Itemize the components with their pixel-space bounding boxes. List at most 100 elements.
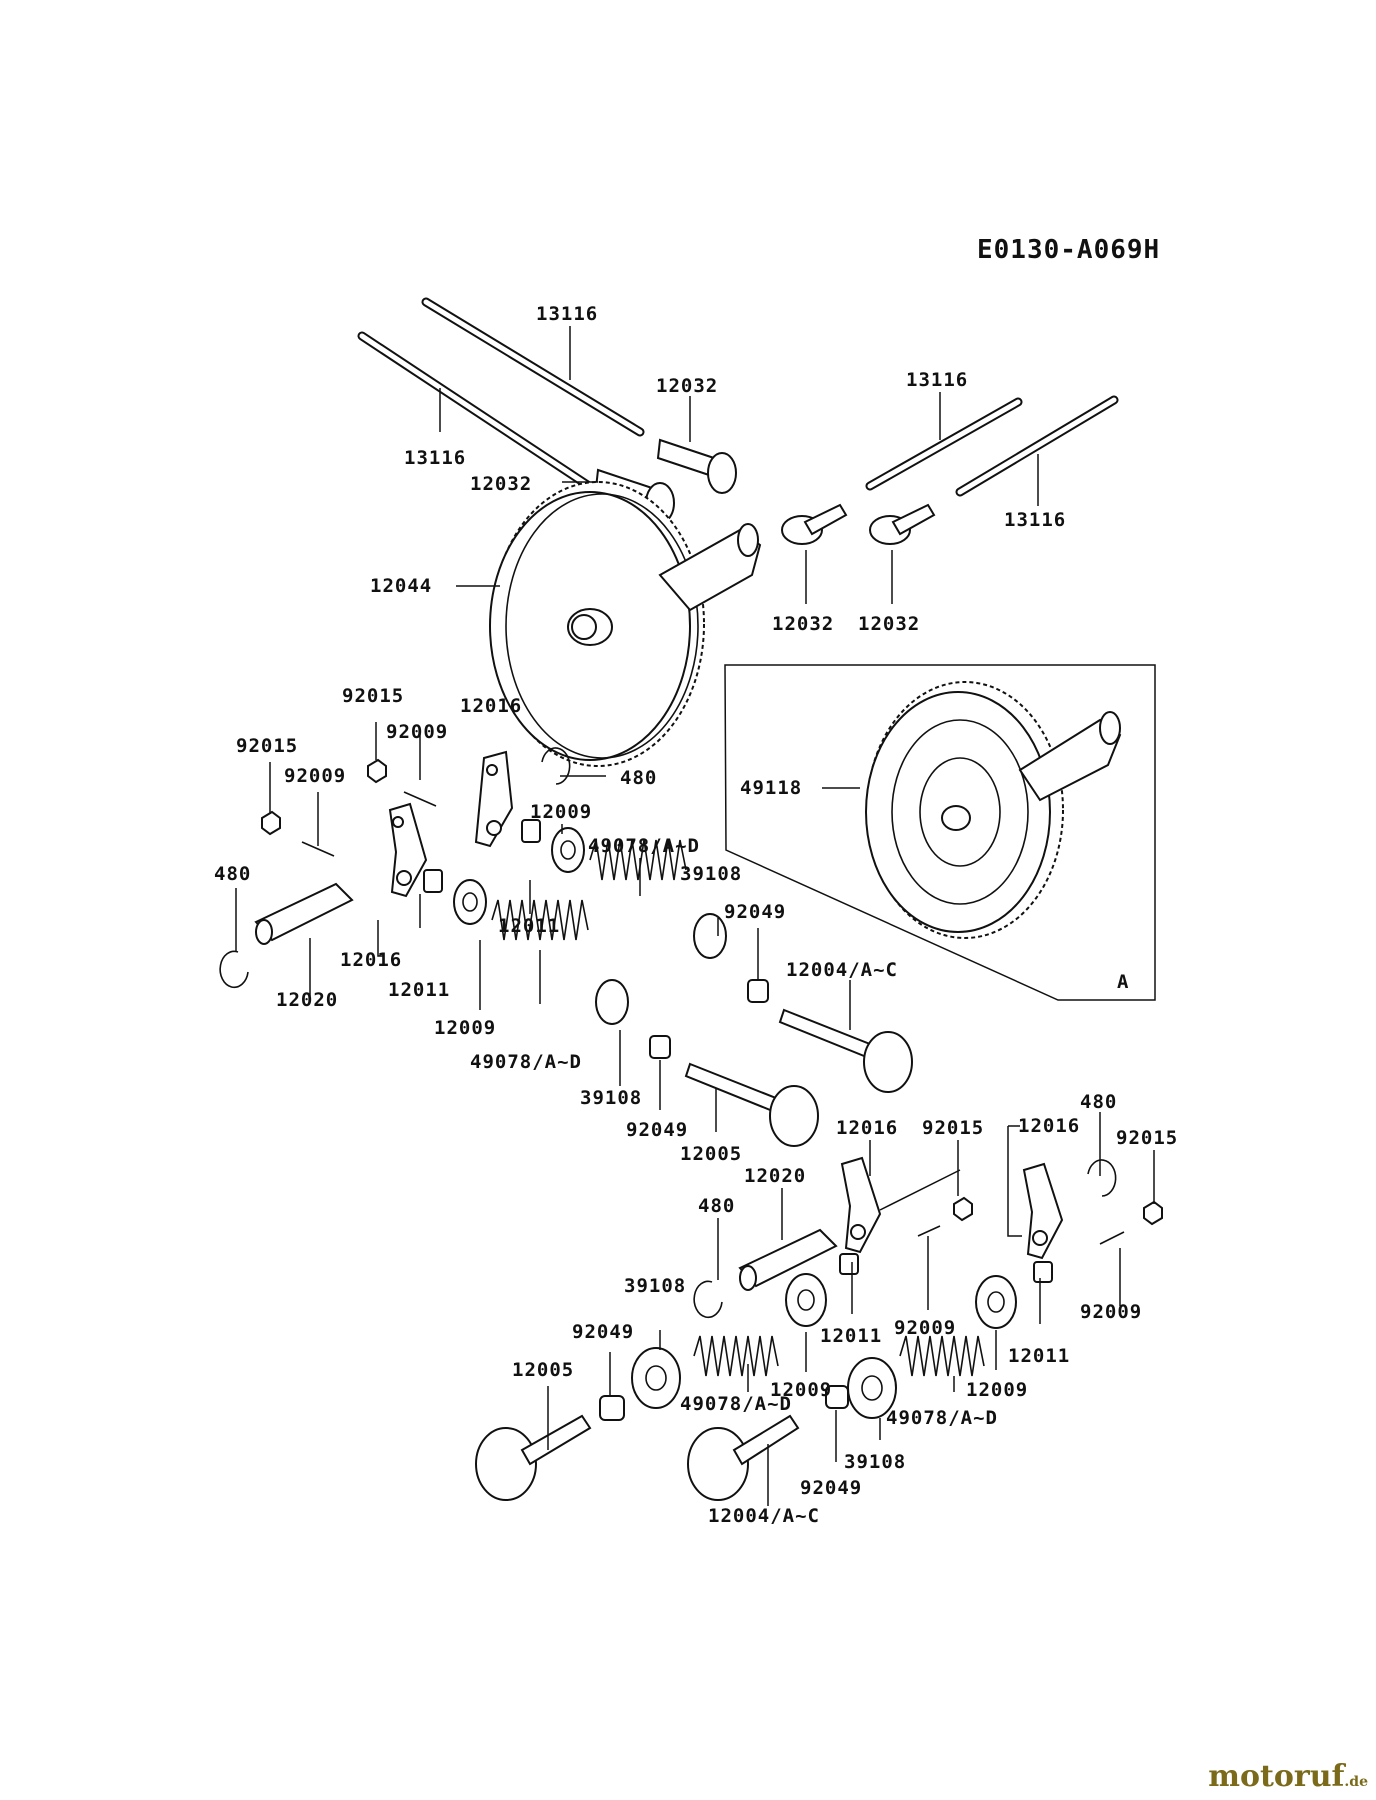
part-label: 480 — [698, 1195, 735, 1217]
circlip — [693, 1280, 723, 1319]
part-label: 12016 — [460, 695, 522, 717]
part-label: 49078/A~D — [680, 1393, 792, 1415]
part-label: 39108 — [580, 1087, 642, 1109]
rocker-arm — [840, 1156, 882, 1254]
part-label: 39108 — [844, 1451, 906, 1473]
part-label: 12020 — [276, 989, 338, 1011]
part-label: 92015 — [236, 735, 298, 757]
part-label: 12032 — [470, 473, 532, 495]
circlip — [219, 950, 249, 989]
part-label: 13116 — [536, 303, 598, 325]
intake-valve — [475, 1414, 592, 1501]
camshaft-gear — [489, 481, 762, 767]
part-label: 12016 — [340, 949, 402, 971]
push-rod — [865, 397, 1023, 491]
adjust-screw — [1099, 1231, 1125, 1245]
part-label: 12009 — [770, 1379, 832, 1401]
adjust-screw — [403, 791, 437, 807]
pivot — [423, 869, 443, 893]
part-label: 12011 — [388, 979, 450, 1001]
pivot — [839, 1253, 859, 1275]
rocker-arm — [1022, 1162, 1064, 1260]
part-label: 12005 — [512, 1359, 574, 1381]
valve-spring — [491, 899, 589, 941]
part-label: 12005 — [680, 1143, 742, 1165]
inset-box — [724, 664, 1156, 1001]
part-label: 12032 — [656, 375, 718, 397]
inset-label: A — [1117, 971, 1129, 993]
part-label: 12011 — [498, 915, 560, 937]
part-label: 49078/A~D — [470, 1051, 582, 1073]
part-label: 12016 — [1018, 1115, 1080, 1137]
tappet — [781, 503, 848, 545]
push-rod — [421, 297, 645, 437]
collet — [599, 1395, 625, 1421]
pivot — [1033, 1261, 1053, 1283]
nut — [261, 810, 281, 836]
circlip — [1087, 1159, 1117, 1197]
camshaft-assembly — [865, 681, 1122, 939]
part-label: 12009 — [434, 1017, 496, 1039]
watermark-logo: motoruf.de — [1208, 1759, 1368, 1794]
part-label: 92009 — [1080, 1301, 1142, 1323]
part-label: 13116 — [404, 447, 466, 469]
part-label: 480 — [620, 767, 657, 789]
part-label: 13116 — [906, 369, 968, 391]
part-label: 92009 — [284, 765, 346, 787]
circlip — [541, 747, 571, 785]
part-label: 12004/A~C — [786, 959, 898, 981]
rocker-arm — [474, 750, 514, 848]
intake-valve — [684, 1062, 819, 1147]
retainer — [595, 979, 629, 1025]
part-label: 12009 — [530, 801, 592, 823]
part-label: 12016 — [836, 1117, 898, 1139]
part-label: 12032 — [772, 613, 834, 635]
part-label: 480 — [214, 863, 251, 885]
collet — [825, 1385, 849, 1409]
rocker-shaft — [738, 1228, 838, 1291]
spring-seat — [551, 827, 585, 873]
part-label: 12032 — [858, 613, 920, 635]
part-label: 92009 — [894, 1317, 956, 1339]
part-label: 12011 — [820, 1325, 882, 1347]
part-label: 49118 — [740, 777, 802, 799]
part-label: 12020 — [744, 1165, 806, 1187]
part-label: 92015 — [922, 1117, 984, 1139]
part-label: 39108 — [624, 1275, 686, 1297]
spring-seat — [785, 1273, 827, 1327]
part-label: 92049 — [724, 901, 786, 923]
part-label: 12011 — [1008, 1345, 1070, 1367]
push-rod — [357, 331, 597, 493]
rocker-shaft — [254, 882, 354, 945]
nut — [367, 758, 387, 784]
part-label: 39108 — [680, 863, 742, 885]
push-rod — [955, 395, 1119, 497]
part-label: 13116 — [1004, 509, 1066, 531]
rocker-arm — [388, 802, 428, 898]
part-label: 480 — [1080, 1091, 1117, 1113]
part-label: 49078/A~D — [588, 835, 700, 857]
tappet — [656, 438, 737, 494]
pivot — [521, 819, 541, 843]
collet — [649, 1035, 671, 1059]
part-label: 92009 — [386, 721, 448, 743]
leader-lines — [235, 326, 1155, 1506]
retainer — [693, 913, 727, 959]
part-label: 92049 — [626, 1119, 688, 1141]
exhaust-valve — [778, 1008, 913, 1093]
exhaust-valve — [687, 1414, 800, 1501]
spring-seat — [453, 879, 487, 925]
adjust-screw — [917, 1225, 941, 1237]
part-label: 92015 — [1116, 1127, 1178, 1149]
tappet — [869, 503, 936, 545]
nut — [1143, 1200, 1163, 1226]
part-label: 92049 — [800, 1477, 862, 1499]
retainer — [631, 1347, 681, 1409]
part-label: 49078/A~D — [886, 1407, 998, 1429]
valve-spring — [899, 1335, 985, 1377]
collet — [747, 979, 769, 1003]
part-label: 12009 — [966, 1379, 1028, 1401]
nut — [953, 1196, 973, 1222]
spring-seat — [975, 1275, 1017, 1329]
